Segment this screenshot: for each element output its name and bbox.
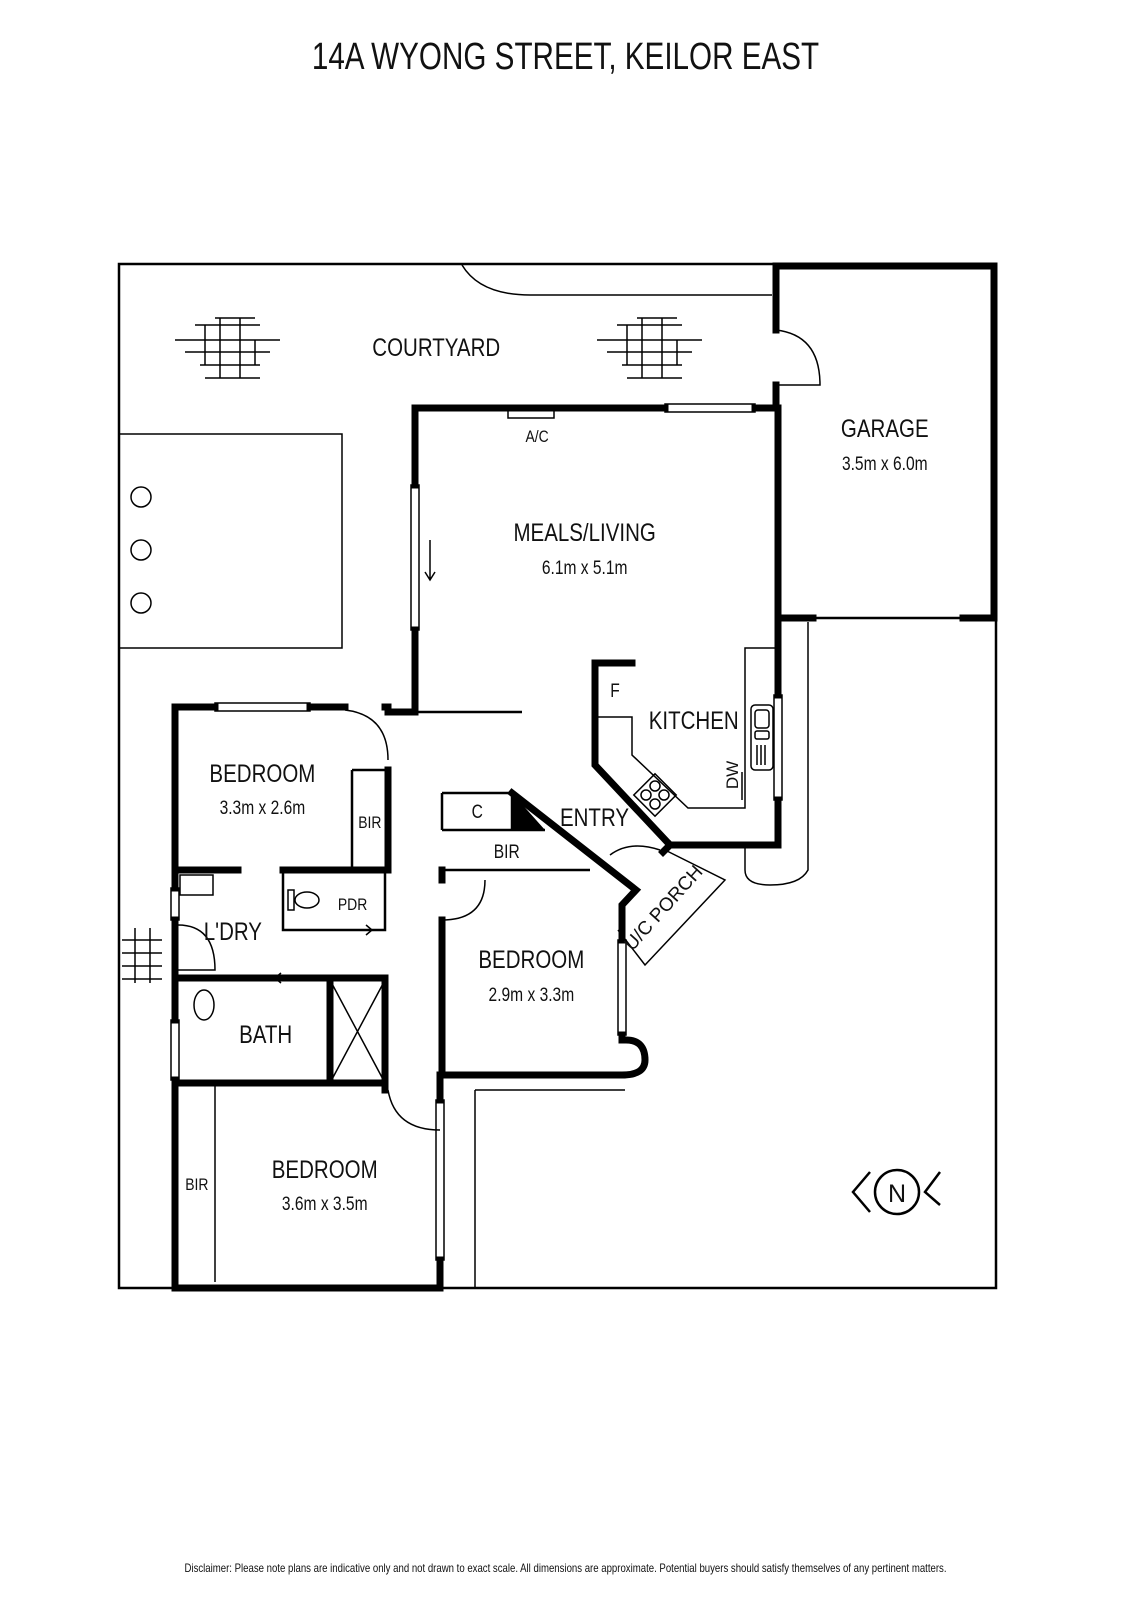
bedroom1-walls [171,703,392,874]
compass-icon: N [851,1168,941,1216]
meals-living-size: 6.1m x 5.1m [542,557,628,579]
ac-label: A/C [525,428,548,447]
entry-wall-corner [658,840,675,857]
bir-label: BIR [494,841,520,863]
porch-outline [617,849,727,967]
kitchen-label: KITCHEN [649,706,739,734]
pdr-walls [281,870,387,932]
bir-walls [350,768,388,870]
bedroom2-door[interactable] [441,879,486,921]
window [170,1019,180,1081]
disclaimer: Disclaimer: Please note plans are indica… [184,1561,947,1575]
side-boundary [474,1089,625,1288]
ac-unit [507,409,555,419]
sliding-door[interactable] [410,484,420,631]
planter-circles [130,486,152,614]
courtyard-path [461,264,772,296]
garage-size: 3.5m x 6.0m [842,453,928,475]
laundry-label: L'DRY [204,917,262,945]
bir-label: BIR [185,1176,208,1195]
bir-label: BIR [358,814,381,833]
cupboard-walls [440,791,590,872]
garage-walls [772,262,998,622]
paving-icon [597,317,702,379]
window [435,1099,445,1261]
window [170,887,180,921]
dishwasher-label: DW [723,761,742,789]
slide-arrow-icon [330,924,374,936]
meals-living-label: MEALS/LIVING [513,518,655,546]
porch-label: U/C PORCH [620,862,707,955]
pdr-label: PDR [338,896,367,915]
bedroom3-door[interactable] [387,1089,441,1131]
bedroom2-size: 2.9m x 3.3m [489,984,575,1006]
cupboard-label: C [472,801,483,823]
garage-entry-door[interactable] [775,329,821,386]
duct-fill [512,793,545,830]
entry-label: ENTRY [560,803,629,831]
slide-arrow-icon [424,540,436,582]
shower-icon [329,979,386,1084]
page-title: 14A WYONG STREET, KEILOR EAST [311,36,820,78]
window [664,403,756,413]
bedroom1-label: BEDROOM [209,759,315,787]
sink-icon [750,704,774,771]
paving-icon [122,928,162,983]
bedroom3-walls [171,1071,444,1292]
entry-walls [507,788,642,1044]
pergola-area [118,433,343,649]
bedroom2-label: BEDROOM [478,945,584,973]
bay-wall [618,1036,649,1079]
window [214,702,311,712]
compass-label: N [888,1180,906,1208]
slide-arrow-icon [273,972,310,984]
living-walls [411,404,782,849]
toilet-cistern [287,889,295,911]
bedroom3-size: 3.6m x 3.5m [282,1193,368,1215]
kitchen-window [773,694,783,801]
property-boundary [117,262,998,1290]
bedroom-window [617,939,627,1036]
bath-label: BATH [239,1020,292,1048]
bedroom1-size: 3.3m x 2.6m [220,797,306,819]
fridge-label: F [610,680,620,702]
basin-icon [193,989,215,1021]
paving-icon [175,317,280,379]
cooktop-icon [632,772,678,818]
kitchen-bench [595,647,778,809]
laundry-door[interactable] [177,924,216,971]
side-path [744,622,809,886]
bedroom3-label: BEDROOM [272,1155,378,1183]
courtyard-label: COURTYARD [372,333,500,361]
toilet-icon [294,891,320,909]
garage-label: GARAGE [841,414,929,442]
bedroom1-door[interactable] [344,709,389,761]
front-door[interactable] [609,845,661,856]
laundry-tub [179,874,214,896]
